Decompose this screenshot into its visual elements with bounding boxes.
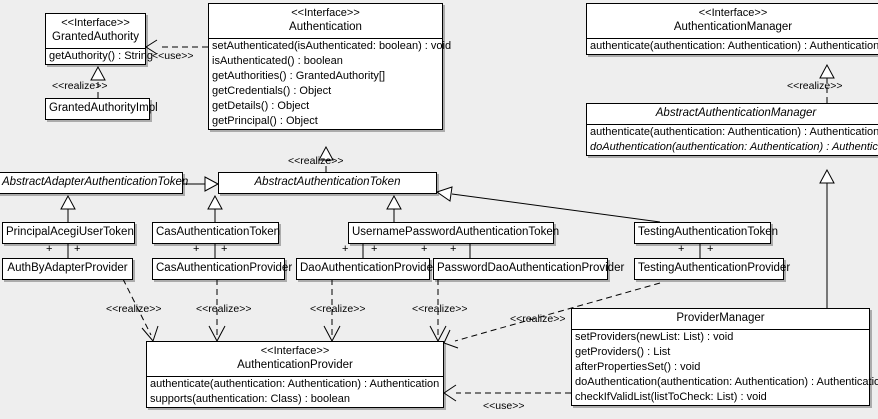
method-row: doAuthentication(authentication: Authent… — [590, 141, 878, 153]
stereotype-label: <<Interface>> — [291, 7, 360, 19]
edge-label-realize-password-dao-provider: <<realize>> — [412, 303, 468, 315]
class-name: AbstractAuthenticationManager — [655, 107, 817, 119]
multiplicity-marker: + — [193, 243, 200, 255]
class-header: AbstractAuthenticationManager — [587, 104, 878, 124]
edge-label-realize-provider-manager: <<realize>> — [510, 313, 566, 325]
method-row: getCredentials() : Object — [212, 85, 332, 97]
method-row: doAuthentication(authentication: Authent… — [575, 376, 878, 388]
stereotype-label: <<Interface>> — [260, 345, 330, 357]
edge-label-realize-abstract-manager: <<realize>> — [787, 80, 843, 92]
class-name: TestingAuthenticationToken — [638, 226, 779, 238]
class-abstract-authentication-token[interactable]: AbstractAuthenticationToken — [218, 172, 437, 194]
method-row: authenticate(authentication: Authenticat… — [590, 40, 878, 52]
class-name: DaoAuthenticationProvider — [300, 262, 437, 274]
class-abstract-authentication-manager[interactable]: AbstractAuthenticationManager authentica… — [586, 103, 878, 156]
method-row: getProviders() : List — [575, 346, 671, 358]
class-name: Authentication — [289, 21, 362, 33]
method-row: getAuthorities() : GrantedAuthority[] — [212, 70, 386, 82]
method-row: getPrincipal() : Object — [212, 115, 318, 127]
class-name: UsernamePasswordAuthenticationToken — [352, 226, 560, 238]
class-name: CasAuthenticationToken — [156, 226, 281, 238]
multiplicity-marker: + — [450, 243, 457, 255]
method-compartment: setAuthenticated(isAuthenticated: boolea… — [209, 38, 452, 129]
edge-label-use-authentication-granted-authority: <<use>> — [152, 50, 194, 62]
method-compartment: authenticate(authentication: Authenticat… — [147, 376, 443, 407]
multiplicity-marker: + — [342, 243, 349, 255]
method-compartment: authenticate(authentication: Authenticat… — [587, 38, 878, 54]
method-row: supports(authentication: Class) : boolea… — [150, 393, 350, 405]
multiplicity-marker: + — [371, 243, 378, 255]
method-row: checkIfValidList(listToCheck: List) : vo… — [575, 391, 767, 403]
class-header: <<Interface>> GrantedAuthority — [46, 14, 145, 48]
class-name: GrantedAuthority — [52, 31, 139, 43]
multiplicity-marker: + — [46, 243, 53, 255]
class-testing-authentication-provider[interactable]: TestingAuthenticationProvider — [634, 258, 791, 280]
class-dao-authentication-provider[interactable]: DaoAuthenticationProvider — [296, 258, 437, 280]
class-testing-authentication-token[interactable]: TestingAuthenticationToken — [634, 222, 779, 244]
method-compartment: authenticate(authentication: Authenticat… — [587, 124, 878, 155]
method-compartment: setProviders(newList: List) : void getPr… — [572, 329, 878, 405]
edge-label-realize-dao-provider: <<realize>> — [310, 303, 366, 315]
multiplicity-marker: + — [678, 243, 685, 255]
class-granted-authority-impl[interactable]: GrantedAuthorityImpl — [45, 98, 158, 120]
class-granted-authority[interactable]: <<Interface>> GrantedAuthority getAuthor… — [45, 13, 153, 65]
class-header: <<Interface>> AuthenticationManager — [587, 4, 878, 38]
method-row: afterPropertiesSet() : void — [575, 361, 701, 373]
class-name: CasAuthenticationProvider — [156, 262, 293, 274]
class-password-dao-authentication-provider[interactable]: PasswordDaoAuthenticationProvider — [433, 258, 625, 280]
multiplicity-marker: + — [74, 243, 81, 255]
multiplicity-marker: + — [707, 243, 714, 255]
class-header: <<Interface>> Authentication — [209, 4, 442, 38]
class-authentication-manager[interactable]: <<Interface>> AuthenticationManager auth… — [586, 3, 878, 55]
method-row: getAuthority() : String — [49, 50, 153, 62]
class-name: AuthenticationManager — [673, 21, 793, 33]
edge-label-realize-abstract-token-authentication: <<realize>> — [288, 155, 344, 167]
class-name: AbstractAuthenticationToken — [254, 176, 401, 188]
method-compartment: getAuthority() : String — [46, 48, 153, 64]
edge-label-realize-cas-provider: <<realize>> — [196, 303, 252, 315]
class-name: PrincipalAcegiUserToken — [6, 226, 134, 238]
class-name: GrantedAuthorityImpl — [49, 102, 158, 114]
class-name: TestingAuthenticationProvider — [638, 262, 791, 274]
class-cas-authentication-provider[interactable]: CasAuthenticationProvider — [152, 258, 293, 280]
stereotype-label: <<Interface>> — [61, 17, 130, 29]
multiplicity-marker: + — [221, 243, 228, 255]
edge-label-use-provider-manager: <<use>> — [483, 400, 525, 412]
edge-label-realize-auth-by-adapter: <<realize>> — [106, 303, 162, 315]
class-name: AuthByAdapterProvider — [7, 262, 128, 274]
class-name: AuthenticationProvider — [237, 359, 353, 371]
class-cas-authentication-token[interactable]: CasAuthenticationToken — [152, 222, 281, 244]
class-abstract-adapter-authentication-token[interactable]: AbstractAdapterAuthenticationToken — [0, 172, 189, 194]
class-authentication[interactable]: <<Interface>> Authentication setAuthenti… — [208, 3, 452, 130]
method-row: setAuthenticated(isAuthenticated: boolea… — [212, 40, 452, 52]
class-provider-manager[interactable]: ProviderManager setProviders(newList: Li… — [571, 308, 878, 406]
method-row: authenticate(authentication: Authenticat… — [150, 378, 440, 390]
method-row: setProviders(newList: List) : void — [575, 331, 734, 343]
stereotype-label: <<Interface>> — [698, 7, 768, 19]
class-header: ProviderManager — [572, 309, 869, 329]
method-row: isAuthenticated() : boolean — [212, 55, 343, 67]
class-auth-by-adapter-provider[interactable]: AuthByAdapterProvider — [2, 258, 133, 280]
class-header: <<Interface>> AuthenticationProvider — [147, 342, 443, 376]
multiplicity-marker: + — [421, 243, 428, 255]
class-name: AbstractAdapterAuthenticationToken — [2, 176, 189, 188]
edge-label-realize-granted-authority-impl: <<realize>> — [52, 80, 108, 92]
class-name: ProviderManager — [676, 312, 765, 324]
class-name: PasswordDaoAuthenticationProvider — [437, 262, 625, 274]
method-row: authenticate(authentication: Authenticat… — [590, 126, 878, 138]
class-authentication-provider[interactable]: <<Interface>> AuthenticationProvider aut… — [146, 341, 444, 408]
class-username-password-authentication-token[interactable]: UsernamePasswordAuthenticationToken — [348, 222, 560, 244]
class-principal-acegi-user-token[interactable]: PrincipalAcegiUserToken — [2, 222, 135, 244]
method-row: getDetails() : Object — [212, 100, 310, 112]
